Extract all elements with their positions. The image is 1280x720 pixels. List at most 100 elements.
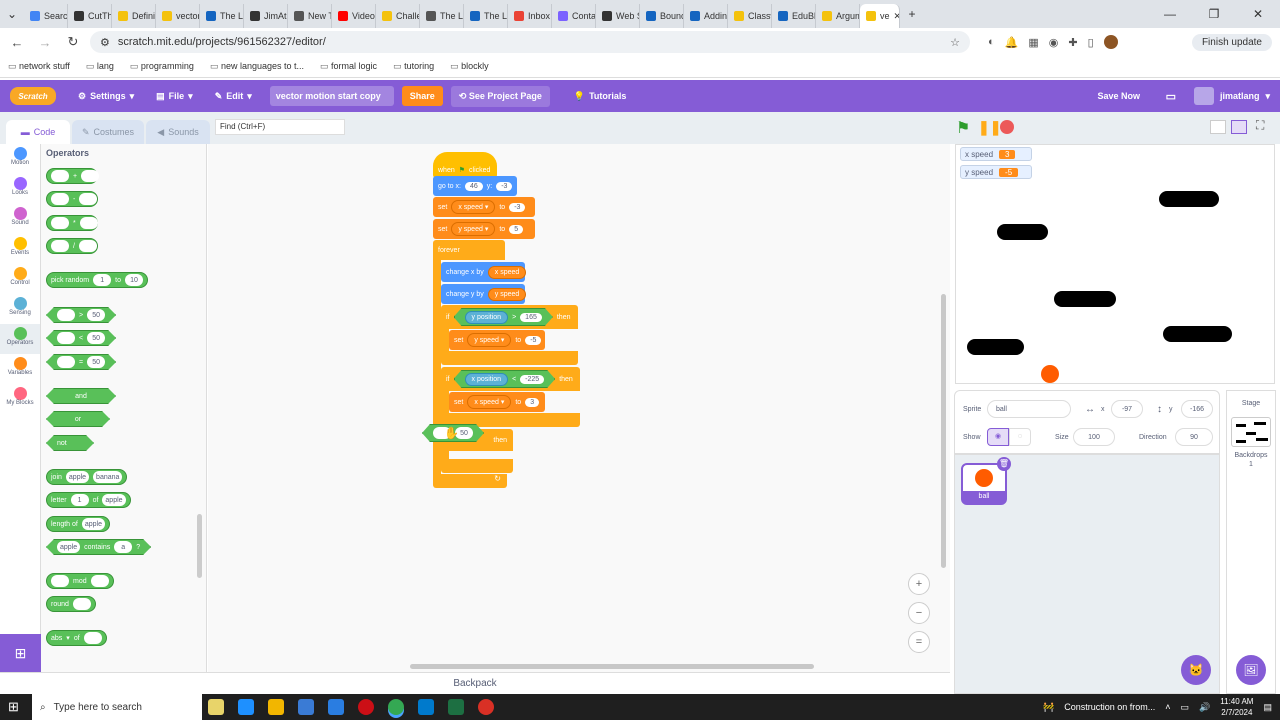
block-slot[interactable] bbox=[51, 240, 69, 252]
settings-menu[interactable]: ⚙Settings▾ bbox=[78, 91, 134, 102]
subtract-block[interactable]: - bbox=[46, 191, 98, 207]
site-info-icon[interactable]: ⚙ bbox=[100, 36, 110, 49]
block-slot[interactable] bbox=[72, 598, 91, 610]
bookmark-folder[interactable]: network stuff bbox=[8, 61, 70, 72]
block-slot[interactable] bbox=[78, 240, 97, 252]
paddle-sprite[interactable] bbox=[967, 339, 1024, 355]
block-slot[interactable] bbox=[81, 170, 100, 182]
block-slot[interactable] bbox=[57, 332, 75, 344]
direction-input[interactable]: 90 bbox=[1175, 428, 1213, 446]
tab-search-icon[interactable]: ⌄ bbox=[6, 7, 18, 21]
bookmark-folder[interactable]: tutoring bbox=[393, 61, 434, 72]
opera-icon[interactable] bbox=[358, 699, 374, 715]
block-slot[interactable]: 50 bbox=[87, 356, 105, 368]
bookmark-folder[interactable]: lang bbox=[86, 61, 114, 72]
green-flag-icon[interactable]: ⚑ bbox=[956, 120, 971, 137]
stop-icon[interactable] bbox=[1000, 120, 1014, 134]
reload-icon[interactable]: ↻ bbox=[67, 34, 79, 49]
variable-dropdown[interactable]: y speed ▾ bbox=[467, 333, 512, 347]
browser-tab[interactable]: Bounc bbox=[640, 4, 684, 28]
block-slot[interactable]: -3 bbox=[509, 202, 526, 212]
app-icon[interactable] bbox=[478, 699, 494, 715]
zoom-out-icon[interactable]: − bbox=[908, 602, 930, 624]
block-slot[interactable]: apple bbox=[57, 541, 80, 553]
block-slot[interactable]: apple bbox=[65, 471, 90, 483]
block-slot[interactable]: -5 bbox=[525, 335, 542, 345]
browser-tab[interactable]: Inbox bbox=[508, 4, 552, 28]
mod-block[interactable]: mod bbox=[46, 573, 114, 589]
browser-tab[interactable]: Addin bbox=[684, 4, 728, 28]
project-title-input[interactable]: vector motion start copy bbox=[269, 86, 394, 106]
browser-tab[interactable]: vector bbox=[156, 4, 200, 28]
task-view-icon[interactable] bbox=[208, 699, 224, 715]
block-slot[interactable] bbox=[433, 427, 451, 439]
stage-thumbnail[interactable] bbox=[1231, 417, 1271, 447]
multiply-block[interactable]: * bbox=[46, 215, 98, 231]
delete-sprite-icon[interactable]: 🗑 bbox=[997, 457, 1011, 471]
block-slot[interactable] bbox=[79, 217, 98, 229]
block-slot[interactable] bbox=[83, 632, 102, 644]
minimize-icon[interactable]: — bbox=[1164, 7, 1176, 21]
chrome-icon[interactable] bbox=[388, 699, 404, 715]
show-eye-icon[interactable]: ◉ bbox=[987, 428, 1009, 446]
category-operators[interactable]: Operators bbox=[0, 324, 40, 354]
paddle-sprite[interactable] bbox=[1159, 191, 1219, 207]
chevron-down-icon[interactable]: ▾ bbox=[66, 635, 70, 642]
new-tab-icon[interactable]: + bbox=[908, 7, 916, 21]
network-icon[interactable]: ▭ bbox=[1180, 701, 1190, 712]
block-slot[interactable] bbox=[79, 193, 98, 205]
variable-dropdown[interactable]: y speed ▾ bbox=[451, 222, 496, 236]
forever-block[interactable]: forever bbox=[433, 240, 505, 260]
bookmark-star-icon[interactable]: ☆ bbox=[950, 36, 960, 49]
variable-dropdown[interactable]: x speed ▾ bbox=[451, 200, 496, 214]
category-sound[interactable]: Sound bbox=[0, 204, 40, 234]
block-slot[interactable]: 46 bbox=[464, 181, 483, 191]
y-input[interactable]: -166 bbox=[1181, 400, 1213, 418]
browser-tab[interactable]: CutThe bbox=[68, 4, 112, 28]
normal-stage-icon[interactable] bbox=[1231, 120, 1247, 134]
sprite-thumbnail-ball[interactable]: ball bbox=[961, 463, 1007, 505]
add-block[interactable]: + bbox=[46, 168, 100, 184]
file-explorer-icon[interactable] bbox=[268, 699, 284, 715]
block-slot[interactable]: 3 bbox=[525, 397, 540, 407]
browser-tab[interactable]: Classw bbox=[728, 4, 772, 28]
block-slot[interactable]: 5 bbox=[509, 224, 524, 234]
category-motion[interactable]: Motion bbox=[0, 144, 40, 174]
news-notification[interactable]: Construction on from... bbox=[1064, 702, 1156, 712]
browser-tab[interactable]: Web S bbox=[596, 4, 640, 28]
profile-avatar[interactable] bbox=[1103, 35, 1118, 49]
choose-backdrop-icon[interactable]: 🖼 bbox=[1236, 655, 1266, 685]
sidepanel-icon[interactable]: ▯ bbox=[1087, 36, 1094, 49]
block-slot[interactable] bbox=[51, 170, 69, 182]
fullscreen-icon[interactable]: ⛶ bbox=[1256, 118, 1265, 132]
sprite-name-input[interactable]: ball bbox=[987, 400, 1071, 418]
active-tab[interactable]: ve✕ bbox=[860, 4, 900, 28]
find-input[interactable]: Find (Ctrl+F) bbox=[215, 119, 345, 135]
paddle-sprite[interactable] bbox=[1054, 291, 1116, 307]
small-stage-icon[interactable] bbox=[1210, 120, 1226, 134]
maximize-icon[interactable]: ❐ bbox=[1208, 7, 1220, 21]
block-slot[interactable] bbox=[51, 217, 69, 229]
browser-tab[interactable]: EduBlo bbox=[772, 4, 816, 28]
less-than-block[interactable]: <50 bbox=[46, 330, 116, 346]
category-events[interactable]: Events bbox=[0, 234, 40, 264]
zoom-in-icon[interactable]: + bbox=[908, 573, 930, 595]
forward-icon[interactable]: → bbox=[38, 34, 52, 50]
or-block[interactable]: or bbox=[46, 411, 110, 427]
windows-start-icon[interactable]: ⊞ bbox=[8, 699, 19, 714]
block-slot[interactable] bbox=[51, 193, 69, 205]
bookmark-folder[interactable]: blockly bbox=[450, 61, 489, 72]
bookmark-folder[interactable]: new languages to t... bbox=[210, 61, 304, 72]
block-slot[interactable] bbox=[57, 356, 75, 368]
close-window-icon[interactable]: ✕ bbox=[1252, 7, 1264, 21]
x-speed-reporter[interactable]: x speed bbox=[487, 265, 527, 279]
code-vertical-scrollbar[interactable] bbox=[941, 294, 946, 568]
excel-icon[interactable] bbox=[448, 699, 464, 715]
tab-close-icon[interactable]: ✕ bbox=[894, 11, 899, 22]
paddle-sprite[interactable] bbox=[1163, 326, 1232, 342]
